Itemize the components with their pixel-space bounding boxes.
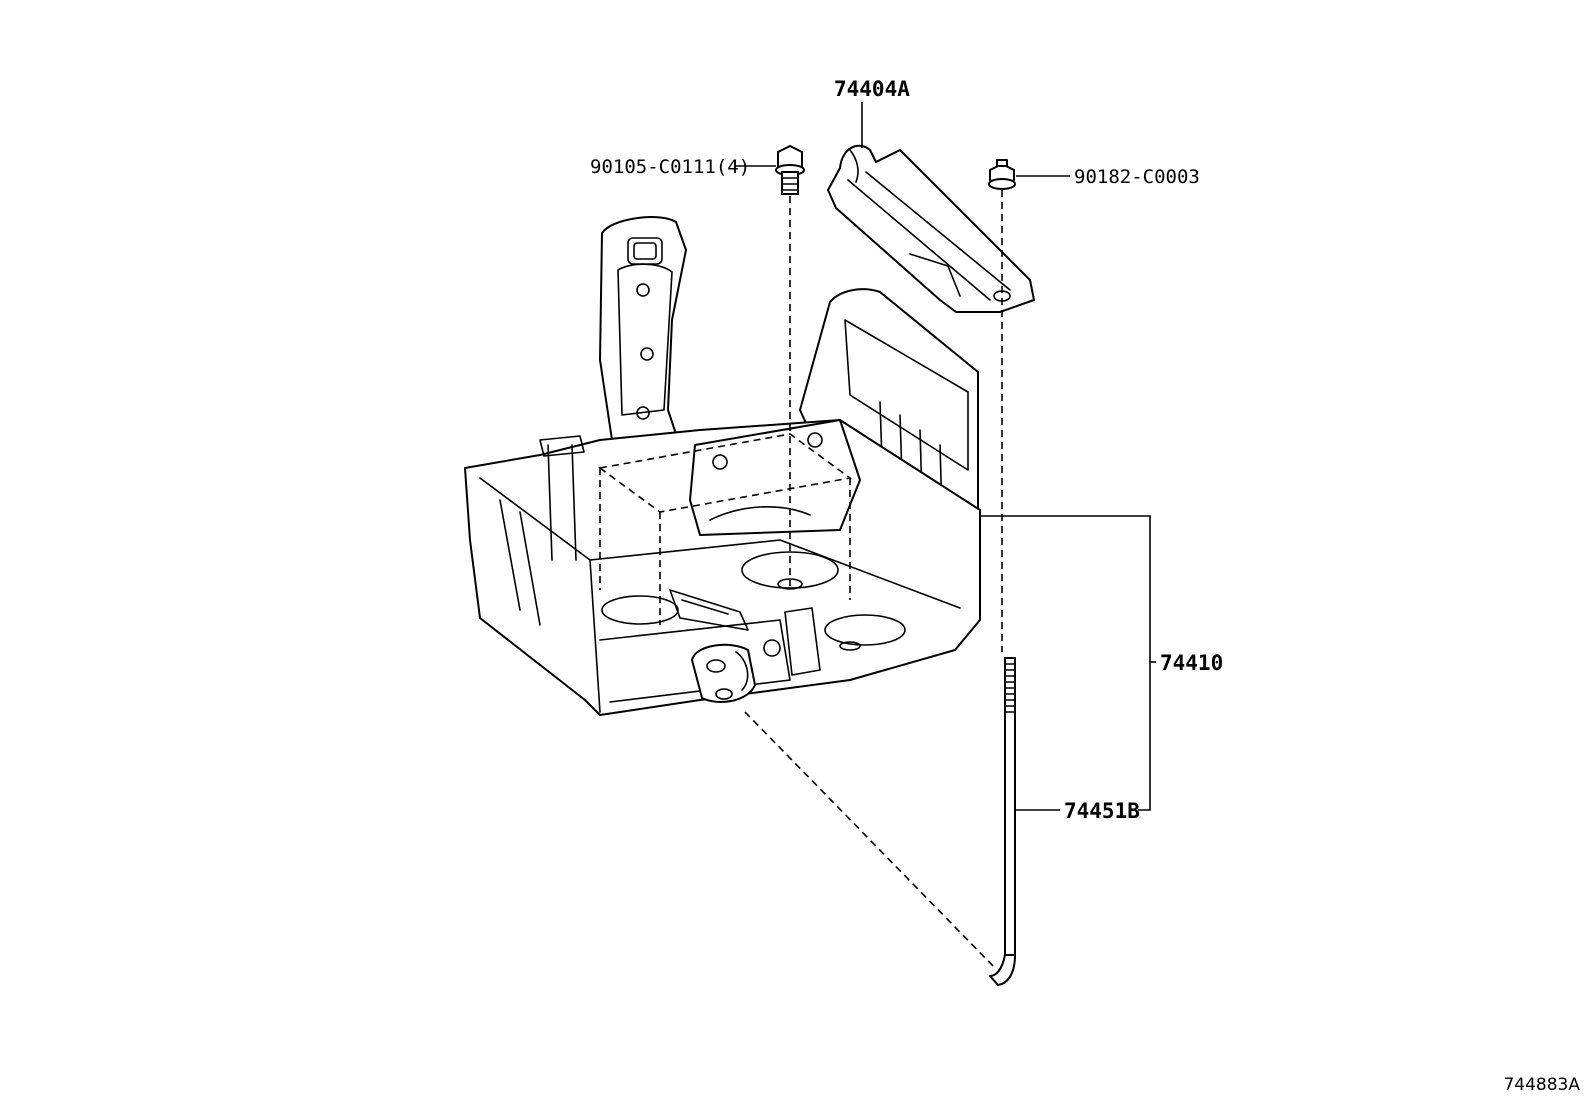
rod-callout: 74451B	[1016, 799, 1140, 823]
diagram-ref-code: 744883A	[1503, 1075, 1580, 1095]
battery-tray	[464, 216, 981, 716]
nut-part	[988, 159, 1016, 652]
bolt-label: 90105-C0111(4)	[590, 156, 750, 178]
clamp-part	[827, 144, 1035, 313]
nut-label: 90182-C0003	[1074, 166, 1200, 188]
clamp-label: 74404A	[834, 77, 910, 101]
rod-part	[744, 657, 1016, 986]
tray-callout: 74410	[980, 515, 1223, 811]
bolt-callout: 90105-C0111(4)	[590, 156, 776, 178]
clamp-callout: 74404A	[834, 77, 910, 148]
tray-label: 74410	[1160, 651, 1223, 675]
bolt-part	[775, 145, 805, 586]
rod-label: 74451B	[1064, 799, 1140, 823]
nut-callout: 90182-C0003	[1016, 166, 1200, 188]
